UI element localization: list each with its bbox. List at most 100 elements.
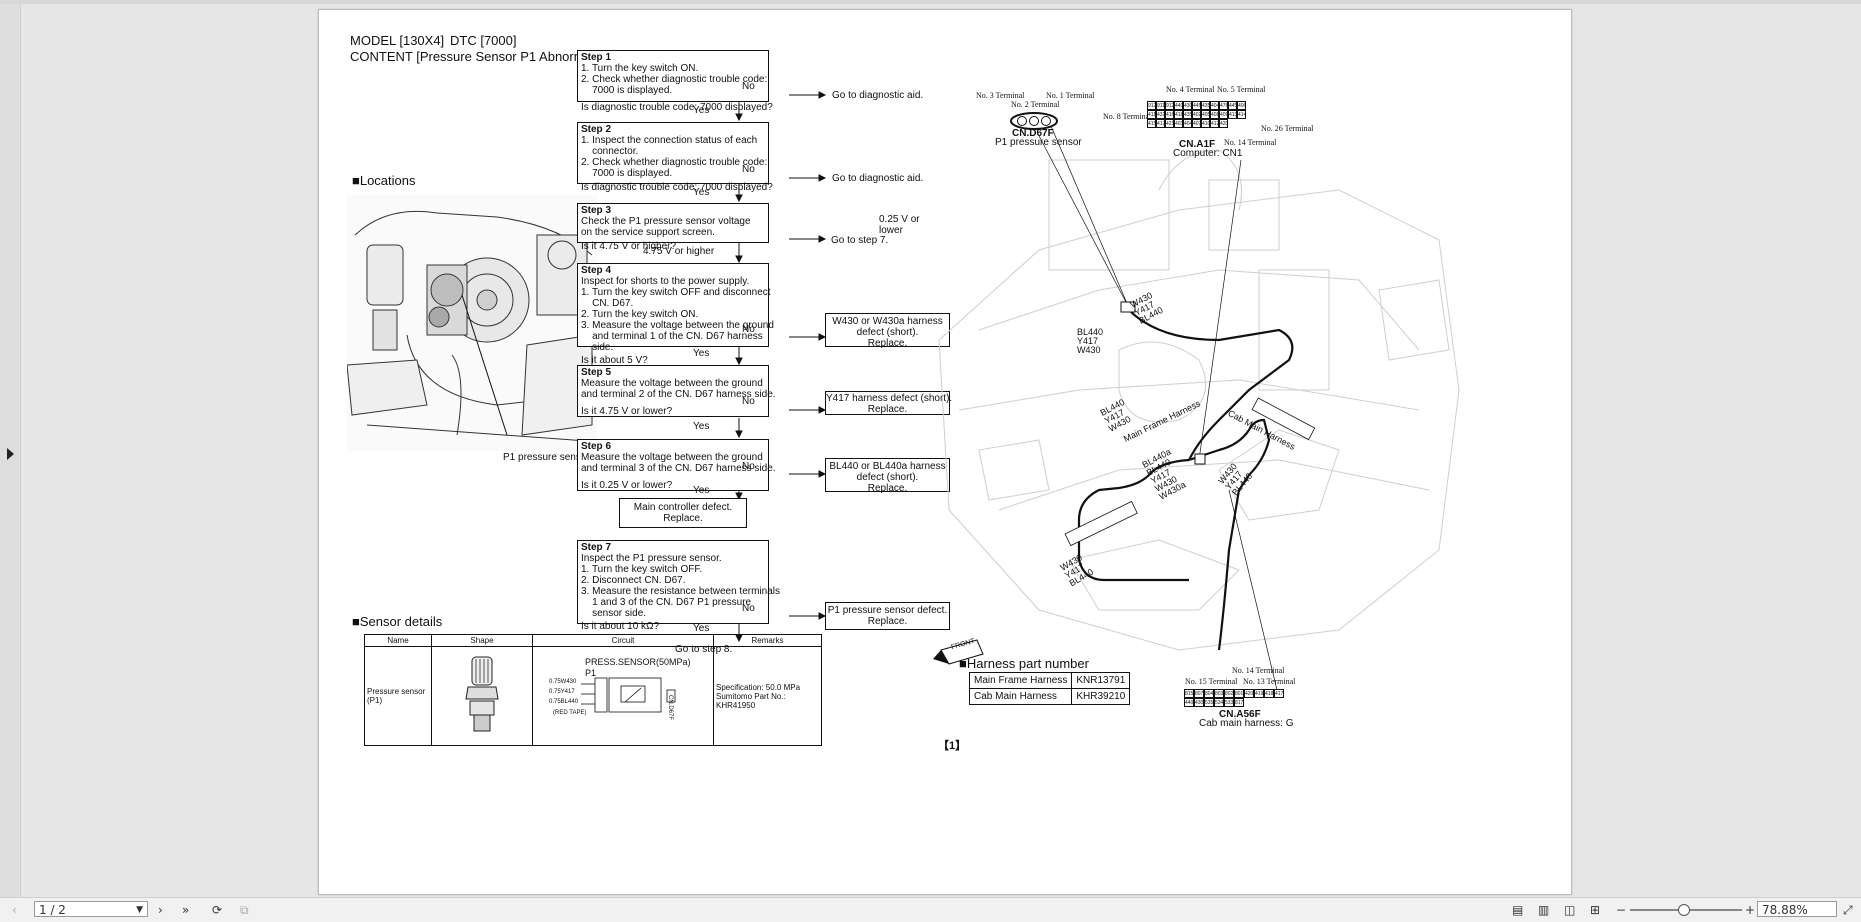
connector-pin: 404 (1183, 119, 1193, 128)
step-4-line: 2. Turn the key switch ON. (581, 309, 699, 320)
col-name-header: Name (364, 634, 432, 647)
fullscreen-icon[interactable]: ⤢ (1843, 903, 1853, 917)
step-1-line: 2. Check whether diagnostic trouble code… (581, 74, 768, 85)
connector-pin: 404b (1210, 101, 1223, 110)
step-2-line: connector. (581, 146, 639, 157)
step-1-title: Step 1 (581, 52, 612, 63)
a1-terminal-8: No. 8 Terminal (1103, 112, 1152, 121)
connector-pin: 407 (1192, 119, 1202, 128)
connector-pin: 405 (1201, 110, 1211, 119)
circuit-wire: 0.75Y417 (549, 689, 575, 695)
a1-terminal-4: No. 4 Terminal (1166, 85, 1215, 94)
step-7-result: P1 pressure sensor defect. Replace. (827, 605, 948, 627)
harness-heading: ■Harness part number (959, 656, 1089, 671)
step-7-box: Step 7 Inspect the P1 pressure sensor. 1… (577, 540, 780, 632)
document-page: MODEL [130X4] DTC [7000] CONTENT [Pressu… (318, 9, 1572, 895)
location-label: P1 pressure sensor (503, 452, 590, 463)
connector-pin: 406 (1237, 101, 1247, 110)
main-controller-box: Main controller defect. Replace. (619, 498, 747, 528)
next-page-icon[interactable]: › (158, 903, 163, 917)
wire-label: Y417 (1077, 336, 1099, 346)
chevron-down-icon: ▼ (136, 905, 143, 915)
step-7-line: 1. Turn the key switch OFF. (581, 564, 703, 575)
connector-pin: 445 (1192, 101, 1202, 110)
connector-pin: 912b (1147, 101, 1160, 110)
step-1-question: Is diagnostic trouble code: 7000 display… (581, 102, 773, 113)
last-page-icon[interactable]: » (182, 903, 190, 917)
sensor-circuit-cell: PRESS.SENSOR(50MPa) P1 0.75W430 0.75Y417… (532, 646, 714, 746)
step-3-box: Step 3 Check the P1 pressure sensor volt… (577, 203, 769, 252)
top-strip (0, 0, 1861, 4)
prev-page-icon[interactable]: ‹ (12, 903, 17, 917)
sidebar-strip (0, 4, 21, 897)
a1-terminal-26: No. 26 Terminal (1261, 124, 1314, 133)
zoom-in-icon[interactable]: + (1745, 903, 1756, 917)
connector-pin: 415 (1147, 119, 1157, 128)
connector-pin: 430 (1183, 101, 1193, 110)
page-select[interactable]: 1 / 2 ▼ (34, 901, 148, 917)
step-2-title: Step 2 (581, 124, 612, 135)
two-page-view-icon[interactable]: ◫ (1564, 903, 1576, 917)
step-7-line: 1 and 3 of the CN. D67 P1 pressure (581, 597, 752, 608)
circuit-wire: (RED TAPE) (553, 710, 587, 716)
step-7-line: 2. Disconnect CN. D67. (581, 575, 686, 586)
locations-heading: ■Locations (352, 173, 416, 188)
step-5-no: No (742, 396, 755, 407)
col-remarks-header: Remarks (713, 634, 822, 647)
rotate-icon[interactable]: ⟳ (212, 903, 223, 917)
connector-pin: 435a (1183, 110, 1196, 119)
step-5-line: Measure the voltage between the ground (581, 378, 763, 389)
step-5-question: Is it 4.75 V or lower? (581, 406, 673, 417)
step-6-box: Step 6 Measure the voltage between the g… (577, 439, 776, 491)
step-1-line: 7000 is displayed. (581, 85, 673, 96)
step-4-title: Step 4 (581, 265, 612, 276)
step-7-question: Is it about 10 kΩ? (581, 621, 660, 632)
step-7-line: 3. Measure the resistance between termin… (581, 586, 780, 597)
a56-name: CN.A56F (1219, 709, 1261, 720)
step-6-line: Measure the voltage between the ground (581, 452, 763, 463)
connector-pin: 417 (1156, 119, 1166, 128)
harness-name: Cab Main Harness (968, 688, 1073, 705)
connector-pin: 440 (1174, 101, 1184, 110)
zoom-out-icon[interactable]: − (1616, 903, 1627, 917)
zoom-select[interactable]: 78.88% (1757, 901, 1837, 917)
continuous-view-icon[interactable]: ▥ (1538, 903, 1550, 917)
a1-name: CN.A1F (1179, 139, 1216, 150)
connector-pin: 801 (1234, 689, 1244, 698)
circuit-diagram (581, 677, 676, 713)
connector-pin: 534 (1214, 698, 1224, 707)
connector-pin: 911a (1156, 101, 1168, 110)
step-7-no: No (742, 603, 755, 614)
connector-pin: 912a (1165, 101, 1178, 110)
step-4-line: 1. Turn the key switch OFF and disconnec… (581, 287, 771, 298)
zoom-slider-handle[interactable] (1678, 904, 1690, 916)
step-3-question: Is it 4.75 V or higher? (581, 241, 677, 252)
connector-pin: 476 (1219, 101, 1229, 110)
expand-sidebar-icon[interactable] (7, 448, 14, 460)
step-1-no: No (742, 81, 755, 92)
grid-view-icon[interactable]: ⊞ (1590, 903, 1601, 917)
pressure-sensor-icon (465, 656, 499, 732)
step-4-result-box: W430 or W430a harness defect (short). Re… (825, 313, 950, 349)
zoom-slider[interactable] (1630, 904, 1742, 916)
sensor-details-table: Name Shape Circuit Remarks Pressure sens… (364, 634, 822, 746)
connector-pin: 417 (1274, 689, 1284, 698)
d67-description: P1 pressure sensor (995, 137, 1082, 148)
connector-pin: 412 (1210, 119, 1220, 128)
connector-pin: 416 (1165, 110, 1175, 119)
step-5-line: and terminal 2 of the CN. D67 harness si… (581, 389, 776, 400)
step-7-yes: Yes (693, 623, 710, 634)
connector-pin: 431 (1156, 110, 1166, 119)
single-page-view-icon[interactable]: ▤ (1512, 903, 1524, 917)
connector-pin: 815 (1184, 689, 1194, 698)
step-6-question: Is it 0.25 V or lower? (581, 480, 673, 491)
page-number: 【1】 (938, 740, 967, 752)
circuit-p1: P1 (585, 668, 597, 678)
step-6-result-box: BL440 or BL440a harness defect (short). … (825, 458, 950, 494)
connector-pin: 414 (1237, 110, 1247, 119)
step-6-result: BL440 or BL440a harness defect (short). … (829, 461, 946, 494)
step-5-result: Y417 harness defect (short). Replace. (826, 393, 953, 415)
copy-icon[interactable]: ⧉ (240, 903, 249, 917)
step-4-line: side. (581, 342, 614, 353)
